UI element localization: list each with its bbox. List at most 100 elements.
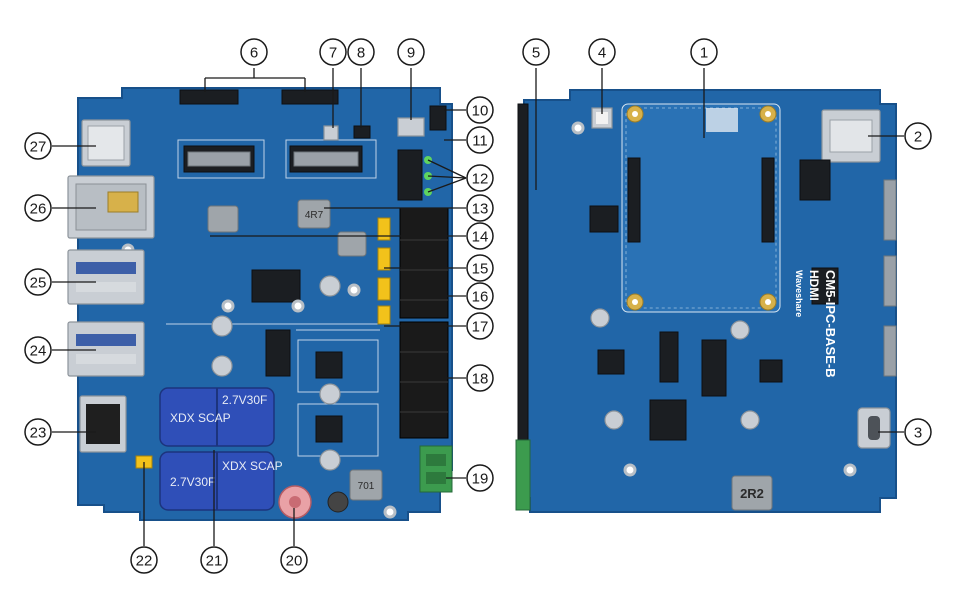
cm5-connector-left: [627, 157, 641, 243]
ic-back-4: [659, 331, 679, 383]
callout-19: 19: [466, 464, 494, 492]
callout-4-label: 4: [598, 45, 606, 62]
front-hole-1: [221, 299, 235, 313]
jumper-17: [377, 305, 391, 325]
button-8-body: [353, 125, 371, 139]
inductor-4r7-mid: [337, 231, 367, 257]
fpc-connector-left: [179, 89, 239, 105]
jumper-15: [377, 247, 391, 271]
callout-11: 11: [466, 126, 494, 154]
front-hole-3: [347, 283, 361, 297]
callout-27: 27: [24, 132, 52, 160]
callout-12: 12: [466, 164, 494, 192]
callout-2-label: 2: [914, 129, 922, 146]
ic-dc-ch3: [315, 415, 343, 443]
callout-22: 22: [130, 546, 158, 574]
back-hole-4: [843, 463, 857, 477]
callout-13: 13: [466, 194, 494, 222]
callout-10: 10: [466, 96, 494, 124]
callout-21: 21: [200, 546, 228, 574]
callout-25: 25: [24, 268, 52, 296]
callout-24-label: 24: [30, 343, 47, 360]
callout-6-label: 6: [250, 45, 258, 62]
jumper-14: [377, 217, 391, 241]
back-standoff-1: [730, 320, 750, 340]
ic-dc-ch1: [315, 351, 343, 379]
supercapacitor-bank: 2.7V30F XDX SCAP 2.7V30F XDX SCAP: [159, 387, 283, 511]
usb-port-25: [67, 249, 145, 305]
callout-lines: [52, 68, 904, 546]
callout-20: 20: [280, 546, 308, 574]
callout-14: 14: [466, 222, 494, 250]
callout-6: 6: [240, 38, 268, 66]
ic-back-8: [759, 359, 783, 383]
callout-9: 9: [397, 38, 425, 66]
back-power-terminal: [515, 439, 531, 511]
callout-8: 8: [347, 38, 375, 66]
ic-main-front: [251, 269, 301, 303]
terminal-block-upper: [399, 207, 449, 319]
callout-14-label: 14: [472, 229, 489, 246]
cm5-module-area: [621, 103, 781, 313]
usb-port-24: [67, 321, 145, 377]
back-standoff-3: [740, 410, 760, 430]
inductor-701-label: 701: [358, 481, 375, 492]
callout-1: 1: [690, 38, 718, 66]
inductor-4r7-left: [207, 205, 239, 233]
front-hole-2: [291, 299, 305, 313]
callout-15-label: 15: [472, 261, 489, 278]
back-board-logo: Waveshare HDMI CM5-IPC-BASE-B: [794, 270, 838, 378]
ic-back-7: [597, 349, 625, 375]
back-right-connector-2: [883, 255, 897, 307]
front-buzzer-plug: [429, 105, 447, 131]
callout-17-label: 17: [472, 319, 489, 336]
callout-16-label: 16: [472, 289, 489, 306]
callout-5: 5: [522, 38, 550, 66]
ic-back-1: [589, 205, 619, 233]
back-standoff-4: [604, 410, 624, 430]
front-standoff-4: [319, 383, 341, 405]
callout-19-label: 19: [472, 471, 489, 488]
callout-15: 15: [466, 254, 494, 282]
callout-21-label: 21: [206, 553, 223, 570]
back-right-connector-3: [883, 325, 897, 377]
callout-12-label: 12: [472, 171, 489, 188]
electrolytic-cap: [327, 491, 349, 513]
terminal-block-lower: [399, 321, 449, 439]
cap-text-4: XDX SCAP: [222, 459, 283, 473]
callout-17: 17: [466, 312, 494, 340]
callout-26-label: 26: [30, 201, 47, 218]
callout-23-label: 23: [30, 425, 47, 442]
cap-text-1: 2.7V30F: [222, 393, 267, 407]
callout-11-label: 11: [472, 133, 488, 150]
callout-9-label: 9: [407, 45, 415, 62]
back-standoff-2: [590, 308, 610, 328]
callout-18-label: 18: [472, 371, 489, 388]
callout-7-label: 7: [329, 45, 337, 62]
ic-side-front: [265, 329, 291, 377]
cm5-connector-right: [761, 157, 775, 243]
callout-22-label: 22: [136, 553, 153, 570]
cap-text-3: 2.7V30F: [170, 475, 215, 489]
callout-1-label: 1: [700, 45, 708, 62]
hdmi-text: HDMI: [807, 270, 821, 301]
callout-13-label: 13: [472, 201, 489, 218]
power-terminal-front: [419, 445, 453, 493]
button-7-body: [323, 125, 339, 141]
callout-3: 3: [904, 418, 932, 446]
model-text: CM5-IPC-BASE-B: [823, 270, 838, 378]
callout-26: 26: [24, 194, 52, 222]
callout-7: 7: [319, 38, 347, 66]
callout-27-label: 27: [30, 139, 47, 156]
callout-18: 18: [466, 364, 494, 392]
back-board: 2R2 Waveshare HDMI CM5-IPC-BASE-B: [515, 89, 897, 513]
callout-20-label: 20: [286, 553, 303, 570]
back-right-connector-1: [883, 179, 897, 241]
callout-10-label: 10: [472, 103, 489, 120]
callout-24: 24: [24, 336, 52, 364]
ic-back-2: [649, 399, 687, 441]
jumper-16: [377, 277, 391, 301]
callout-3-label: 3: [914, 425, 922, 442]
front-board: 4R7: [67, 87, 453, 521]
front-hole-5: [383, 505, 397, 519]
